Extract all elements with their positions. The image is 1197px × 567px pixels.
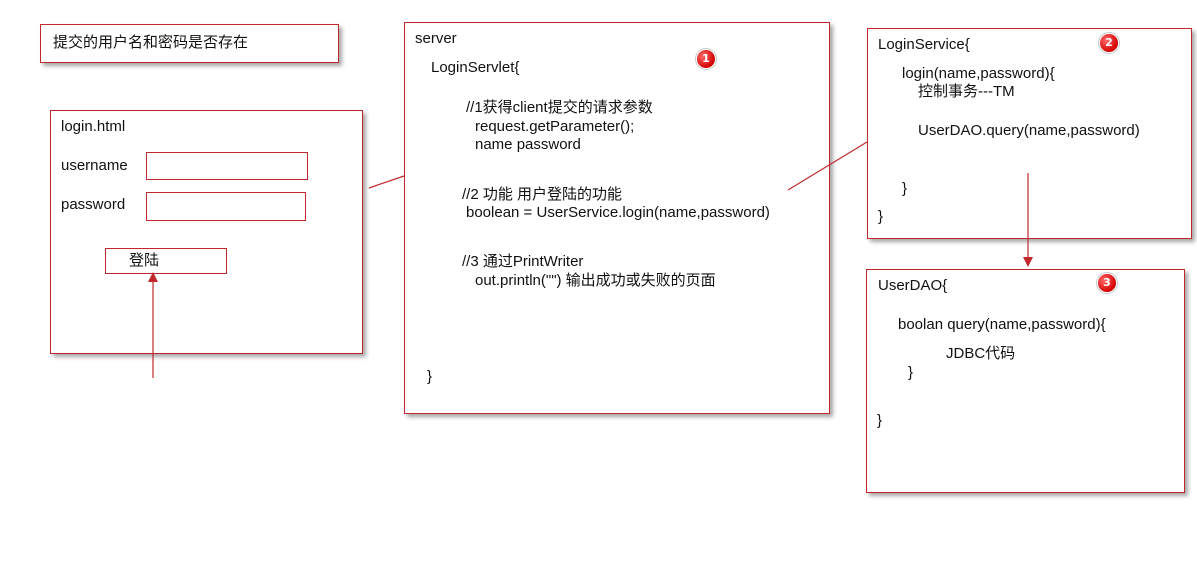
user-dao-box: UserDAO{ boolan query(name,password){ JD… xyxy=(866,269,1185,493)
service-method-line: login(name,password){ xyxy=(902,65,1055,82)
service-method-close: } xyxy=(902,180,908,197)
username-field[interactable] xyxy=(146,152,308,180)
login-page-title: login.html xyxy=(61,118,126,135)
step2-comment: //2 功能 用户登陆的功能 xyxy=(462,186,623,203)
title-note-text: 提交的用户名和密码是否存在 xyxy=(53,34,249,51)
dao-method-line: boolan query(name,password){ xyxy=(898,316,1106,333)
server-title: server xyxy=(415,30,457,47)
username-label: username xyxy=(61,157,128,174)
servlet-close-brace: } xyxy=(427,368,433,385)
step2-code: boolean = UserService.login(name,passwor… xyxy=(466,204,770,221)
dao-method-close: } xyxy=(908,364,914,381)
server-box: server LoginServlet{ //1获得client提交的请求参数 … xyxy=(404,22,830,414)
badge-2: 2 xyxy=(1100,34,1118,52)
servlet-class-line: LoginServlet{ xyxy=(431,59,520,76)
dao-jdbc-line: JDBC代码 xyxy=(946,345,1016,362)
service-dao-call: UserDAO.query(name,password) xyxy=(918,122,1140,139)
password-label: password xyxy=(61,196,126,213)
badge-3: 3 xyxy=(1098,274,1116,292)
step3-comment: //3 通过PrintWriter xyxy=(462,253,584,270)
service-tx-line: 控制事务---TM xyxy=(918,83,1015,100)
service-class-line: LoginService{ xyxy=(878,36,970,53)
login-page-box: login.html username password 登陆 xyxy=(50,110,363,354)
password-field[interactable] xyxy=(146,192,306,221)
dao-class-line: UserDAO{ xyxy=(878,277,948,294)
dao-class-close: } xyxy=(877,412,883,429)
login-to-server-line xyxy=(368,175,405,189)
step1-params: name password xyxy=(475,136,581,153)
step1-code: request.getParameter(); xyxy=(475,118,635,135)
badge-1: 1 xyxy=(697,50,715,68)
login-button[interactable]: 登陆 xyxy=(105,248,227,274)
service-class-close: } xyxy=(878,208,884,225)
step1-comment: //1获得client提交的请求参数 xyxy=(466,99,653,116)
title-note-box: 提交的用户名和密码是否存在 xyxy=(40,24,339,63)
step3-code: out.println("") 输出成功或失败的页面 xyxy=(475,272,716,289)
login-service-box: LoginService{ login(name,password){ 控制事务… xyxy=(867,28,1192,239)
